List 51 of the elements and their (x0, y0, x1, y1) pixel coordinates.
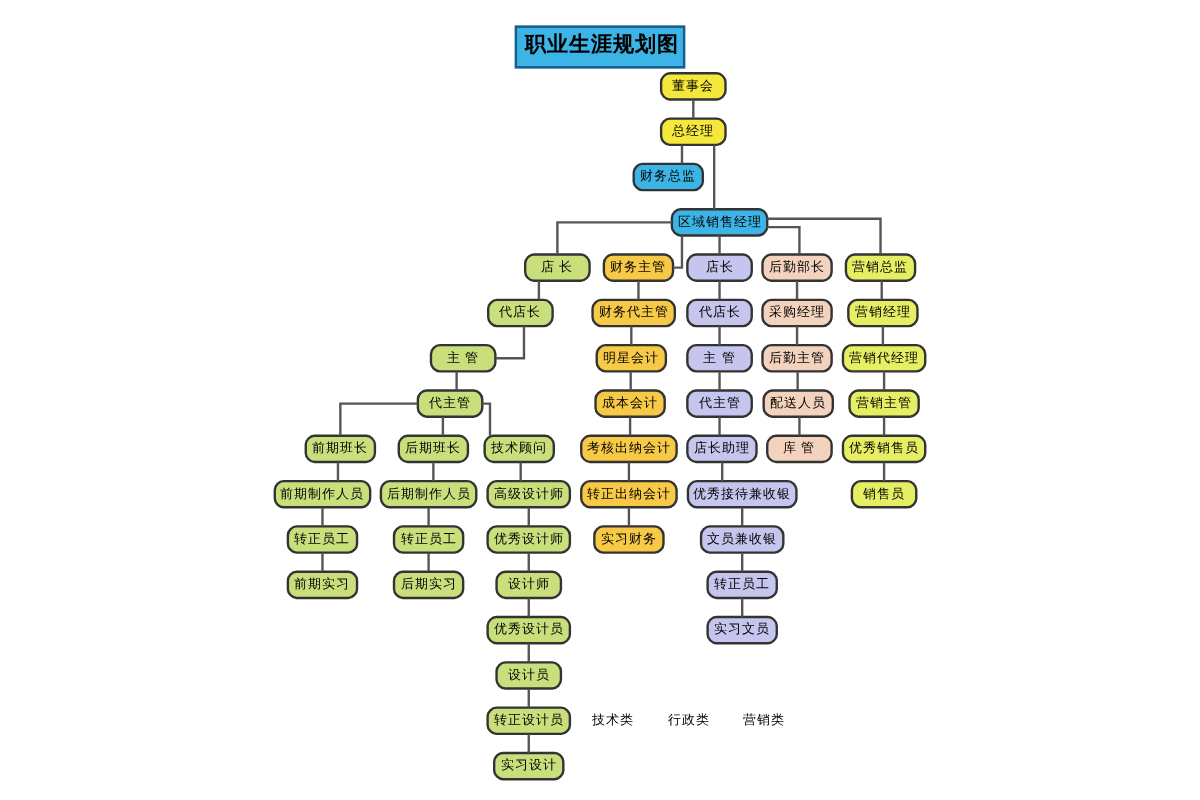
connector (798, 416, 801, 436)
connector (527, 598, 530, 617)
connector (796, 371, 799, 391)
connector (795, 281, 799, 300)
connector (627, 507, 631, 527)
connector (527, 643, 530, 663)
connector (718, 235, 721, 255)
connector (556, 221, 672, 255)
connector (321, 507, 324, 527)
connector (712, 145, 716, 210)
connector (427, 507, 430, 527)
connector (767, 217, 882, 255)
diagram-title: 职业生涯规划图 (524, 31, 679, 58)
connector (527, 688, 530, 708)
connector (718, 326, 721, 345)
connector (882, 371, 886, 391)
connector (339, 402, 418, 436)
connector (637, 281, 640, 300)
connector (482, 402, 492, 436)
connector (628, 416, 632, 436)
connector (718, 281, 721, 300)
connector (321, 552, 324, 572)
connector (718, 371, 721, 391)
connector (427, 552, 430, 572)
connector (881, 326, 885, 345)
connector (718, 416, 721, 436)
connector (527, 734, 530, 753)
connector (432, 462, 435, 481)
connector (795, 326, 799, 345)
connector (741, 552, 744, 572)
connector (336, 462, 340, 481)
connector (527, 552, 530, 572)
connector (527, 507, 530, 527)
connector (627, 462, 631, 481)
connector (537, 281, 541, 300)
connector (741, 507, 744, 527)
connector (721, 462, 724, 481)
connector (455, 371, 458, 391)
connector (495, 326, 526, 360)
connector (882, 416, 886, 436)
connector (673, 235, 684, 269)
connector (680, 145, 684, 164)
connector (880, 281, 883, 300)
connector (692, 99, 695, 119)
connector (630, 326, 633, 345)
connector (519, 462, 522, 481)
connector (629, 371, 632, 391)
connector (441, 416, 445, 436)
connector (741, 598, 744, 617)
connector (767, 225, 801, 255)
connector (882, 462, 886, 481)
